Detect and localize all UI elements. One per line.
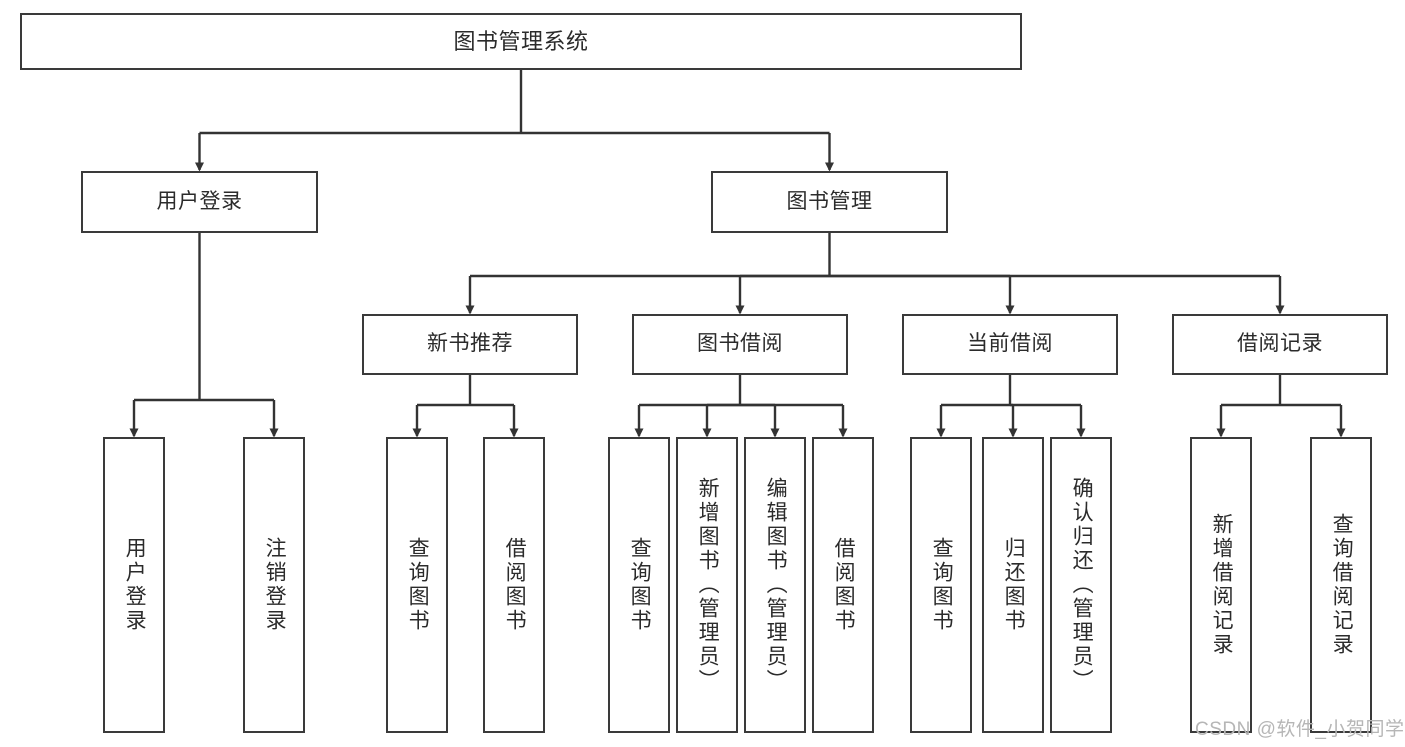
node-leaf-user-logout[interactable]: 注销登录: [243, 437, 305, 733]
node-book-manage[interactable]: 图书管理: [711, 171, 948, 233]
node-leaf-query-record[interactable]: 查询借阅记录: [1310, 437, 1372, 733]
node-leaf-query-book-3[interactable]: 查询图书: [910, 437, 972, 733]
node-leaf-user-login[interactable]: 用户登录: [103, 437, 165, 733]
node-leaf-add-record[interactable]: 新增借阅记录: [1190, 437, 1252, 733]
node-label: 用户登录: [123, 537, 147, 633]
edges: [129, 70, 1346, 438]
node-label: 借阅记录: [1237, 332, 1323, 356]
node-label: 图书管理: [786, 189, 873, 213]
node-leaf-query-book-2[interactable]: 查询图书: [608, 437, 670, 733]
node-label: 确认归还（管理员）: [1070, 477, 1094, 693]
node-leaf-confirm-return[interactable]: 确认归还（管理员）: [1050, 437, 1112, 733]
node-label: 当前借阅: [967, 332, 1053, 356]
node-label: 查询图书: [930, 537, 954, 633]
node-label: 图书管理系统: [453, 28, 589, 54]
node-user-login[interactable]: 用户登录: [81, 171, 318, 233]
node-leaf-query-book-1[interactable]: 查询图书: [386, 437, 448, 733]
node-leaf-add-book[interactable]: 新增图书（管理员）: [676, 437, 738, 733]
node-leaf-return-book[interactable]: 归还图书: [982, 437, 1044, 733]
node-current-borrow[interactable]: 当前借阅: [902, 314, 1118, 375]
node-label: 新增图书（管理员）: [696, 477, 720, 693]
node-book-borrow[interactable]: 图书借阅: [632, 314, 848, 375]
csdn-watermark: CSDN @软件_小贺同学: [1195, 719, 1405, 740]
node-label: 图书借阅: [697, 332, 783, 356]
node-label: 归还图书: [1002, 537, 1026, 633]
node-new-book-recommend[interactable]: 新书推荐: [362, 314, 578, 375]
node-label: 新增借阅记录: [1210, 513, 1234, 657]
node-label: 编辑图书（管理员）: [764, 477, 788, 693]
node-label: 借阅图书: [503, 537, 527, 633]
node-label: 新书推荐: [427, 332, 513, 356]
node-label: 查询图书: [628, 537, 652, 633]
node-label: 用户登录: [156, 189, 243, 213]
node-label: 借阅图书: [832, 537, 856, 633]
node-leaf-edit-book[interactable]: 编辑图书（管理员）: [744, 437, 806, 733]
node-root[interactable]: 图书管理系统: [20, 13, 1022, 70]
node-borrow-record[interactable]: 借阅记录: [1172, 314, 1388, 375]
node-leaf-borrow-book-2[interactable]: 借阅图书: [812, 437, 874, 733]
node-label: 注销登录: [263, 537, 287, 633]
node-label: 查询借阅记录: [1330, 513, 1354, 657]
node-leaf-borrow-book-1[interactable]: 借阅图书: [483, 437, 545, 733]
node-label: 查询图书: [406, 537, 430, 633]
